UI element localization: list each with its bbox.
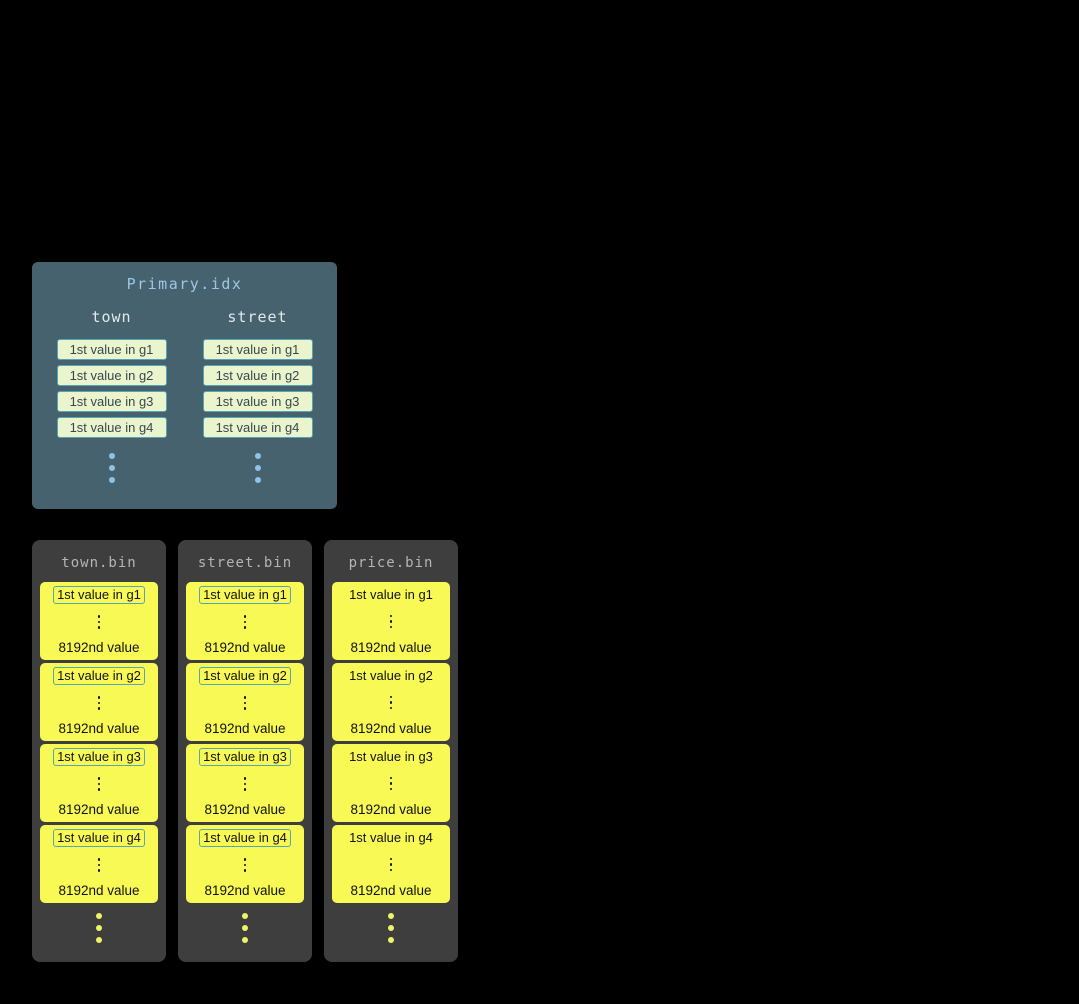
granule-price-g2: 1st value in g2 8192nd value xyxy=(332,663,450,741)
index-mark-town-g3: 1st value in g3 xyxy=(56,391,167,412)
bin-files-row: town.bin 1st value in g1 8192nd value 1s… xyxy=(32,540,458,962)
granule-first-value: 1st value in g3 xyxy=(199,748,291,766)
vertical-dots-icon xyxy=(243,696,247,710)
vertical-dots-icon xyxy=(389,614,393,629)
ellipsis-dots-street xyxy=(254,453,261,483)
index-mark-street-g4: 1st value in g4 xyxy=(202,417,313,438)
vertical-dots-icon xyxy=(97,858,101,872)
granule-first-value: 1st value in g3 xyxy=(53,748,145,766)
vertical-dots-icon xyxy=(97,777,101,791)
granule-first-value: 1st value in g2 xyxy=(199,667,291,685)
vertical-dots-icon xyxy=(389,695,393,710)
granule-town-g4: 1st value in g4 8192nd value xyxy=(40,825,158,903)
ellipsis-dots-town xyxy=(108,453,115,483)
bin-file-town: town.bin 1st value in g1 8192nd value 1s… xyxy=(32,540,166,962)
bin-file-street: street.bin 1st value in g1 8192nd value … xyxy=(178,540,312,962)
granule-town-g3: 1st value in g3 8192nd value xyxy=(40,744,158,822)
bin-title-town: town.bin xyxy=(61,555,137,571)
granule-street-g2: 1st value in g2 8192nd value xyxy=(186,663,304,741)
bin-title-price: price.bin xyxy=(348,555,434,571)
vertical-dots-icon xyxy=(97,696,101,710)
granule-last-value: 8192nd value xyxy=(58,883,140,898)
bin-file-price: price.bin 1st value in g1 8192nd value 1… xyxy=(324,540,458,962)
index-mark-street-g3: 1st value in g3 xyxy=(202,391,313,412)
index-mark-town-g4: 1st value in g4 xyxy=(56,417,167,438)
granule-last-value: 8192nd value xyxy=(350,883,432,898)
primary-index-panel: Primary.idx town 1st value in g1 1st val… xyxy=(32,262,337,509)
vertical-dots-icon xyxy=(97,615,101,629)
vertical-dots-icon xyxy=(243,858,247,872)
index-mark-street-g2: 1st value in g2 xyxy=(202,365,313,386)
granule-first-value: 1st value in g2 xyxy=(53,667,145,685)
granule-first-value: 1st value in g1 xyxy=(53,586,145,604)
vertical-dots-icon xyxy=(389,857,393,872)
ellipsis-dots-street-bin xyxy=(186,913,304,943)
granule-last-value: 8192nd value xyxy=(350,802,432,817)
bin-title-street: street.bin xyxy=(197,555,293,571)
primary-index-column-town: town 1st value in g1 1st value in g2 1st… xyxy=(56,308,167,483)
granule-first-value: 1st value in g4 xyxy=(53,829,145,847)
granule-first-value: 1st value in g1 xyxy=(199,586,291,604)
granule-last-value: 8192nd value xyxy=(350,721,432,736)
granule-street-g3: 1st value in g3 8192nd value xyxy=(186,744,304,822)
granule-last-value: 8192nd value xyxy=(204,640,286,655)
ellipsis-dots-price-bin xyxy=(332,913,450,943)
granule-last-value: 8192nd value xyxy=(204,802,286,817)
granule-last-value: 8192nd value xyxy=(58,640,140,655)
granule-last-value: 8192nd value xyxy=(58,721,140,736)
index-mark-street-g1: 1st value in g1 xyxy=(202,339,313,360)
granule-first-value: 1st value in g4 xyxy=(199,829,291,847)
granule-first-value: 1st value in g4 xyxy=(349,830,433,845)
granule-street-g4: 1st value in g4 8192nd value xyxy=(186,825,304,903)
index-mark-town-g2: 1st value in g2 xyxy=(56,365,167,386)
column-header-street: street xyxy=(227,308,288,326)
vertical-dots-icon xyxy=(243,777,247,791)
granule-street-g1: 1st value in g1 8192nd value xyxy=(186,582,304,660)
index-mark-town-g1: 1st value in g1 xyxy=(56,339,167,360)
column-header-town: town xyxy=(91,308,132,326)
vertical-dots-icon xyxy=(389,776,393,791)
granule-last-value: 8192nd value xyxy=(204,721,286,736)
granule-price-g3: 1st value in g3 8192nd value xyxy=(332,744,450,822)
primary-index-columns: town 1st value in g1 1st value in g2 1st… xyxy=(32,308,337,483)
granule-first-value: 1st value in g3 xyxy=(349,749,433,764)
granule-price-g4: 1st value in g4 8192nd value xyxy=(332,825,450,903)
granule-last-value: 8192nd value xyxy=(58,802,140,817)
primary-index-column-street: street 1st value in g1 1st value in g2 1… xyxy=(202,308,313,483)
vertical-dots-icon xyxy=(243,615,247,629)
granule-first-value: 1st value in g2 xyxy=(349,668,433,683)
granule-last-value: 8192nd value xyxy=(350,640,432,655)
granule-town-g1: 1st value in g1 8192nd value xyxy=(40,582,158,660)
granule-price-g1: 1st value in g1 8192nd value xyxy=(332,582,450,660)
granule-last-value: 8192nd value xyxy=(204,883,286,898)
granule-first-value: 1st value in g1 xyxy=(349,587,433,602)
granule-town-g2: 1st value in g2 8192nd value xyxy=(40,663,158,741)
primary-index-title: Primary.idx xyxy=(126,275,243,293)
ellipsis-dots-town-bin xyxy=(40,913,158,943)
